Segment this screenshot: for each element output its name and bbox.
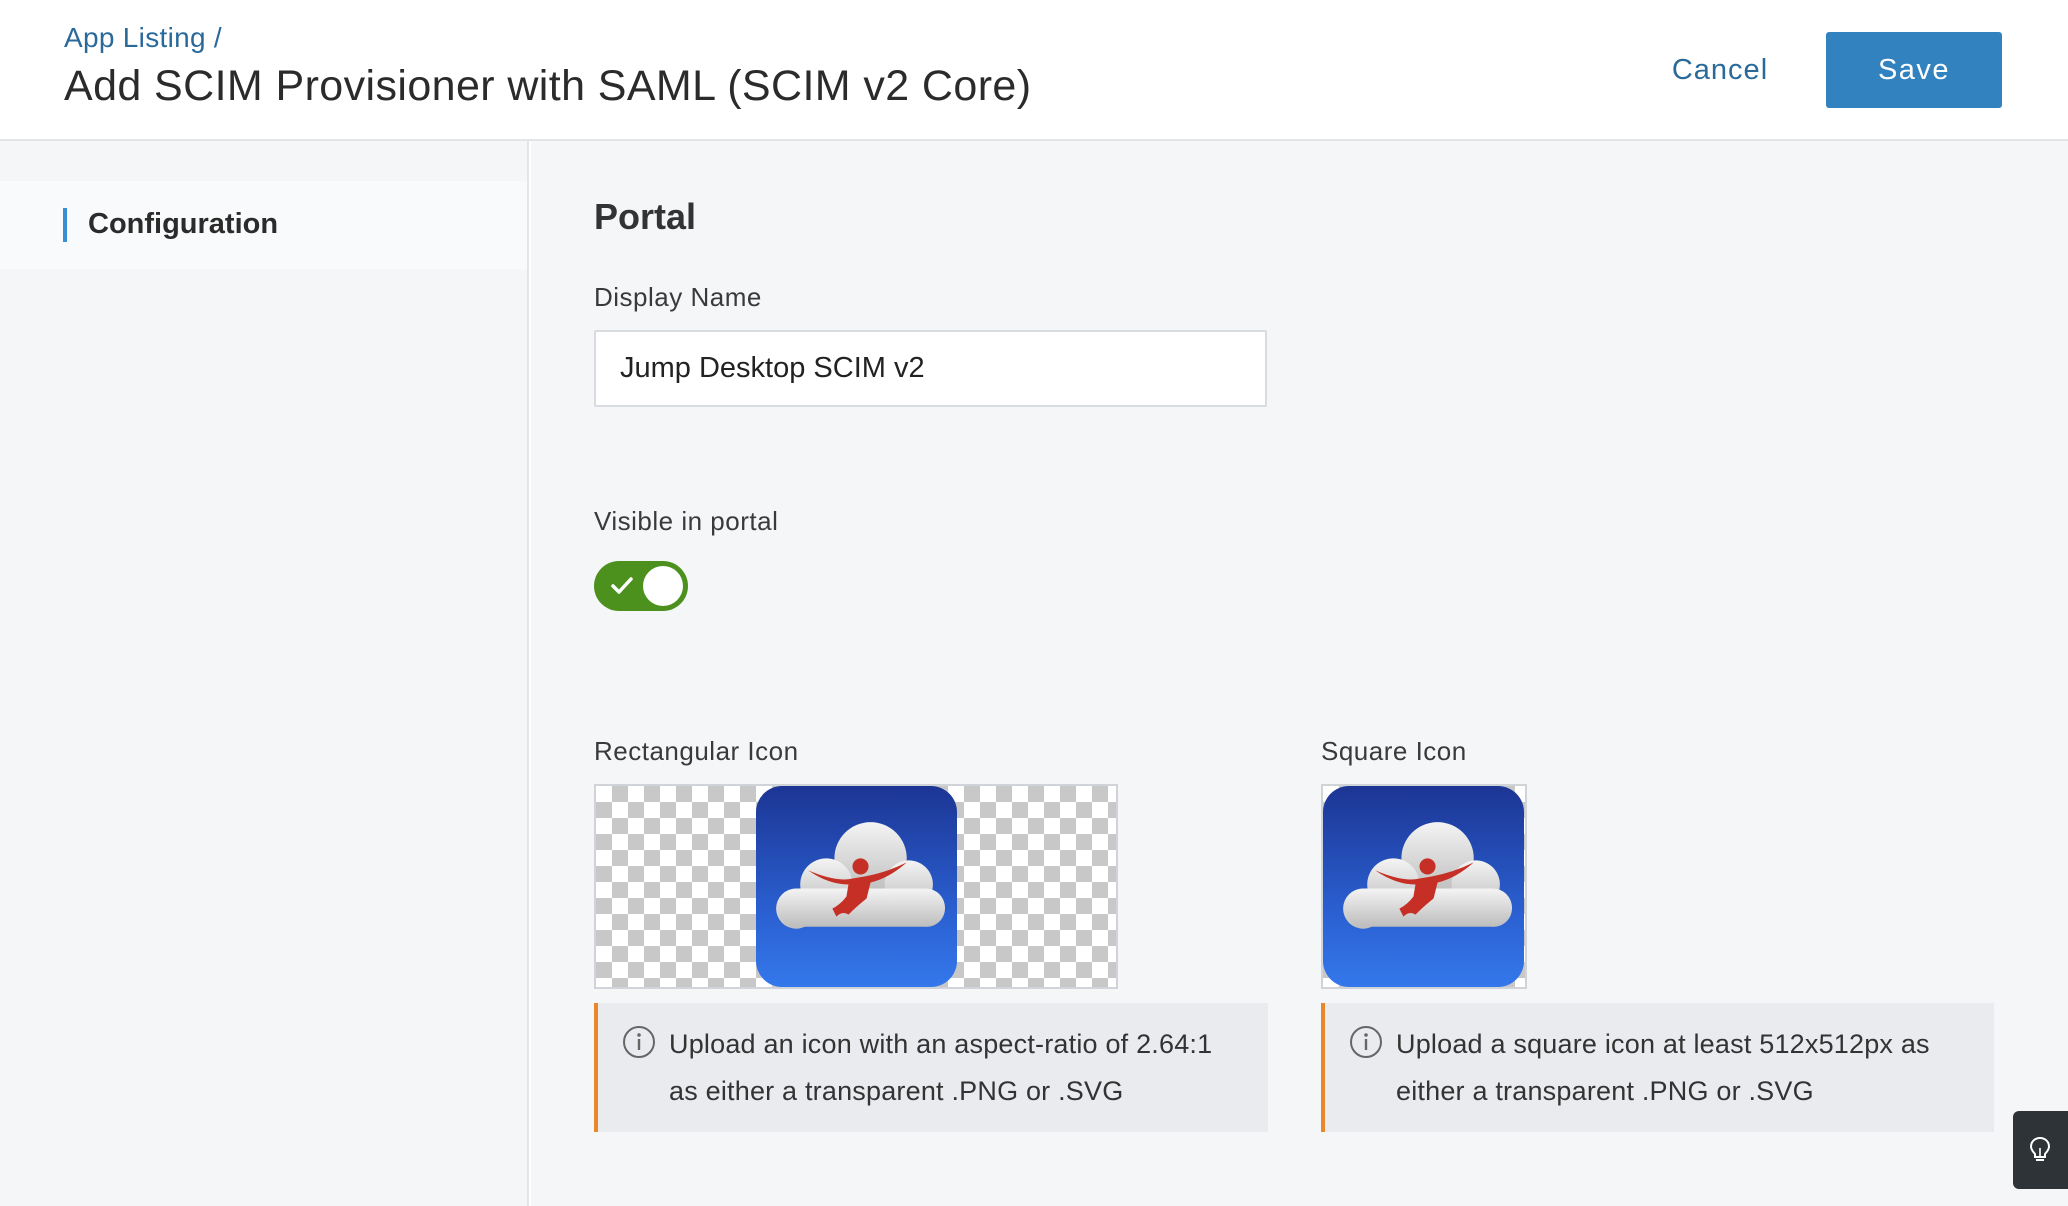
rectangular-icon-note: Upload an icon with an aspect-ratio of 2… xyxy=(594,1003,1268,1132)
active-indicator xyxy=(63,208,67,242)
tips-button[interactable] xyxy=(2013,1111,2068,1189)
rectangular-icon-upload[interactable] xyxy=(594,784,1118,989)
toggle-knob xyxy=(643,566,683,606)
info-icon xyxy=(1350,1026,1382,1058)
sidebar-item-configuration[interactable]: Configuration xyxy=(0,181,527,269)
page-header: App Listing / Add SCIM Provisioner with … xyxy=(0,0,2068,141)
jump-desktop-logo xyxy=(756,786,957,987)
square-icon-upload[interactable] xyxy=(1321,784,1527,989)
rectangular-icon-label: Rectangular Icon xyxy=(594,736,799,766)
lightbulb-icon xyxy=(2029,1136,2051,1161)
square-icon-label: Square Icon xyxy=(1321,736,1467,766)
save-button[interactable]: Save xyxy=(1826,32,2002,108)
display-name-label: Display Name xyxy=(594,282,762,312)
square-icon-note: Upload a square icon at least 512x512px … xyxy=(1321,1003,1994,1132)
page-title: Add SCIM Provisioner with SAML (SCIM v2 … xyxy=(64,62,1032,110)
rectangular-icon-note-text: Upload an icon with an aspect-ratio of 2… xyxy=(669,1029,1213,1106)
section-title-portal: Portal xyxy=(594,196,697,237)
sidebar: Configuration xyxy=(0,141,529,1206)
breadcrumb-app-listing[interactable]: App Listing / xyxy=(64,22,222,53)
main-content: Portal Display Name Visible in portal Re… xyxy=(531,141,2068,1206)
visible-in-portal-label: Visible in portal xyxy=(594,506,779,536)
checkmark-icon xyxy=(611,577,633,594)
jump-desktop-logo xyxy=(1323,786,1524,987)
info-icon xyxy=(623,1026,655,1058)
square-icon-note-text: Upload a square icon at least 512x512px … xyxy=(1396,1029,1930,1106)
visible-in-portal-toggle[interactable] xyxy=(594,561,688,611)
display-name-input[interactable] xyxy=(594,330,1267,407)
sidebar-item-label: Configuration xyxy=(88,208,279,240)
cancel-button[interactable]: Cancel xyxy=(1650,32,1790,108)
